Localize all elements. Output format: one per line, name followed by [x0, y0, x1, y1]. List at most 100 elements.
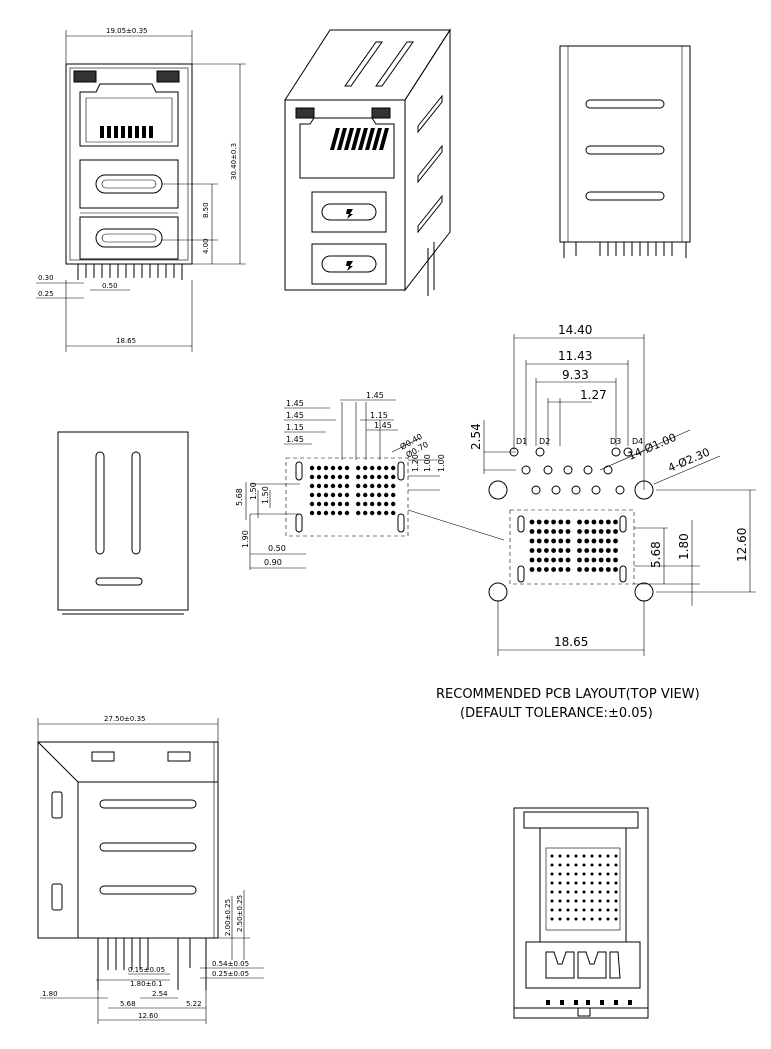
pin-hole [391, 492, 396, 498]
pcb-dim-right-2: 1.15 [370, 411, 388, 420]
pin-hole [574, 890, 578, 894]
pin-hole [377, 492, 382, 498]
side-dim-0-54: 0.54±0.05 [212, 960, 249, 968]
pin-hole [566, 881, 570, 885]
pcb-dim-5-68: 5.68 [235, 488, 244, 506]
pin-hole [384, 501, 389, 507]
pcb-top-holes [509, 447, 633, 495]
pin-hole [558, 567, 564, 572]
pcb-caption-line2: (DEFAULT TOLERANCE:±0.05) [460, 706, 653, 721]
pcb-caption-line1: RECOMMENDED PCB LAYOUT(TOP VIEW) [436, 687, 700, 702]
pin-hole [590, 908, 594, 912]
pin-hole [391, 483, 396, 489]
pin-hole [613, 529, 618, 534]
pin-hole [598, 854, 602, 858]
pcb-dim-left-3: 1.15 [286, 423, 304, 432]
pin-hole [309, 510, 315, 516]
pin-hole [591, 567, 597, 572]
pin-hole [391, 474, 396, 480]
pin-hole [536, 538, 542, 544]
side-pins [97, 938, 207, 990]
pcb-dim-0-50: 0.50 [268, 544, 286, 553]
rear-view [513, 807, 649, 1019]
pin-hole [316, 483, 322, 489]
pin-hole [536, 548, 542, 553]
pin-hole [550, 908, 554, 912]
pin-hole [558, 538, 564, 544]
pin-hole [606, 890, 610, 894]
pin-hole [323, 501, 329, 507]
pcb-top-dim-1-80: 1.80 [677, 533, 691, 560]
pin-hole [309, 465, 315, 471]
pin-hole [337, 465, 343, 471]
pin-hole [330, 510, 336, 516]
pin-hole [598, 557, 604, 563]
side-dim-1-80-tol: 1.80±0.1 [130, 980, 163, 988]
pin-hole [544, 519, 549, 525]
isometric-view [284, 28, 451, 296]
pin-hole [370, 501, 375, 507]
pin-hole [565, 538, 571, 544]
pcb-dim-right-3: 1.45 [374, 421, 392, 430]
pin-hole [574, 872, 578, 876]
pin-hole [606, 863, 610, 867]
pin-hole [566, 863, 570, 867]
pin-hole [582, 899, 586, 903]
pin-hole [384, 492, 389, 498]
pin-hole [363, 483, 368, 489]
pin-hole [356, 510, 361, 516]
pin-hole [337, 501, 343, 507]
pin-hole [377, 474, 382, 480]
pin-hole [536, 519, 542, 525]
pin-hole [316, 474, 322, 480]
side-dim-0-15: 0.15±0.05 [128, 966, 165, 974]
pin-hole [330, 474, 336, 480]
pin-hole [565, 567, 571, 572]
pcb-hole [521, 465, 531, 475]
pin-hole [370, 492, 375, 498]
pin-hole [591, 538, 597, 544]
pin-hole [544, 567, 549, 572]
pcb-dim-right-1: 1.45 [366, 391, 384, 400]
pin-hole [574, 917, 578, 921]
pin-hole [330, 483, 336, 489]
pcb-hole [531, 485, 541, 495]
pcb-hole [509, 447, 519, 457]
pin-hole [363, 510, 368, 516]
pcb-dim-1-20: 1.20 [411, 454, 420, 472]
pin-hole [590, 881, 594, 885]
pin-hole [316, 492, 322, 498]
pin-hole [598, 567, 604, 572]
pcb-hole [615, 485, 625, 495]
front-view: 19.05±0.35 30.40±0.3 8.50 4.00 0.30 0.25… [36, 27, 246, 352]
pin-hole [577, 548, 582, 553]
pin-hole [323, 474, 329, 480]
pin-hole [584, 538, 590, 544]
pin-hole [574, 881, 578, 885]
pin-hole [551, 519, 556, 525]
pcb-top-dim-9-33: 9.33 [562, 368, 589, 382]
pcb-dim-1-50b: 1.50 [261, 486, 270, 504]
pin-hole [574, 854, 578, 858]
pcb-top-label-d1: D1 [516, 437, 527, 446]
pin-hole [370, 474, 375, 480]
pin-hole [605, 567, 611, 572]
pin-hole [550, 872, 554, 876]
front-dim-port-bottom: 4.00 [202, 238, 210, 254]
pcb-top-dim-14-40: 14.40 [558, 323, 592, 337]
pin-hole [536, 567, 542, 572]
pin-hole [577, 557, 582, 563]
pin-hole [544, 529, 549, 534]
pin-hole [613, 519, 618, 525]
pin-hole [391, 501, 396, 507]
pin-hole [356, 465, 361, 471]
pcb-dim-left-4: 1.45 [286, 435, 304, 444]
pcb-dim-1-50a: 1.50 [249, 482, 258, 500]
pin-hole [606, 908, 610, 912]
pin-hole [529, 529, 535, 534]
pin-hole [590, 872, 594, 876]
side-view: 27.50±0.35 2.00±0.25 2.50±0.25 0.54±0.05… [37, 715, 264, 1024]
pcb-hole [623, 447, 633, 457]
pin-hole [551, 567, 556, 572]
